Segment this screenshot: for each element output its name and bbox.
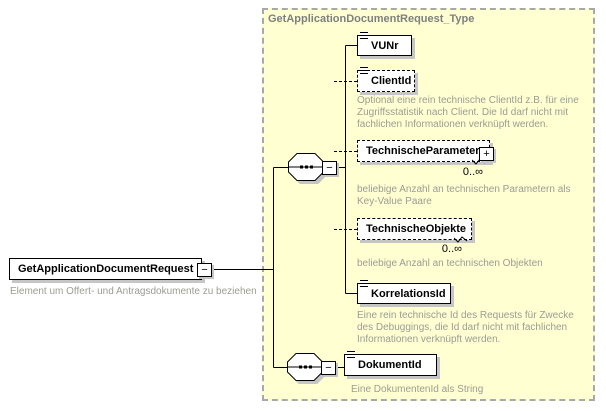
multiplicity-label: 0..∞	[441, 243, 462, 255]
element-label: TechnischeObjekte	[366, 223, 467, 235]
multiplicity-label: 0..∞	[462, 166, 483, 178]
element-label: DokumentId	[358, 359, 422, 371]
element-node-vunr[interactable]: VUNr	[357, 32, 412, 56]
expand-button[interactable]: +	[479, 147, 494, 161]
element-annotation: beliebige Anzahl an technischen Paramete…	[357, 184, 571, 207]
complex-content-notch-icon	[472, 158, 486, 165]
element-label: VUNr	[371, 39, 399, 52]
element-annotation: Eine DokumentenId als String	[351, 384, 484, 395]
element-annotation: Eine rein technische Id des Requests für…	[357, 310, 574, 345]
root-element-label: GetApplicationDocumentRequest	[18, 263, 194, 275]
element-label: KorrelationsId	[371, 287, 446, 300]
element-content-icon	[360, 32, 368, 40]
element-node-clientid[interactable]: ClientId	[357, 67, 415, 92]
element-annotation: beliebige Anzahl an technischen Objekten	[357, 258, 543, 269]
sequence-collapse-button[interactable]: −	[322, 161, 337, 175]
element-annotation: Optional eine rein technische ClientId z…	[357, 95, 579, 130]
complex-content-notch-icon	[454, 236, 468, 243]
root-element-node[interactable]: GetApplicationDocumentRequest	[9, 258, 202, 280]
element-content-icon	[360, 67, 368, 75]
element-label: ClientId	[371, 75, 412, 87]
element-label: TechnischeParameter	[366, 145, 480, 157]
element-content-icon	[360, 280, 368, 288]
element-node-korrelationsid[interactable]: KorrelationsId	[357, 280, 451, 304]
element-node-technische-objekte[interactable]: TechnischeObjekte	[357, 218, 472, 243]
type-definition-region	[262, 8, 595, 401]
sequence-connector-icon[interactable]	[287, 353, 323, 381]
element-content-icon	[347, 351, 355, 359]
element-node-technische-parameter[interactable]: TechnischeParameter	[357, 140, 490, 165]
element-node-dokumentid[interactable]: DokumentId	[344, 351, 437, 376]
sequence-connector-icon[interactable]	[288, 153, 324, 181]
root-element-annotation: Element um Offert- und Antragsdokumente …	[10, 286, 257, 297]
root-collapse-button[interactable]: −	[197, 263, 212, 277]
sequence-collapse-button[interactable]: −	[321, 361, 336, 375]
type-title: GetApplicationDocumentRequest_Type	[268, 13, 475, 25]
